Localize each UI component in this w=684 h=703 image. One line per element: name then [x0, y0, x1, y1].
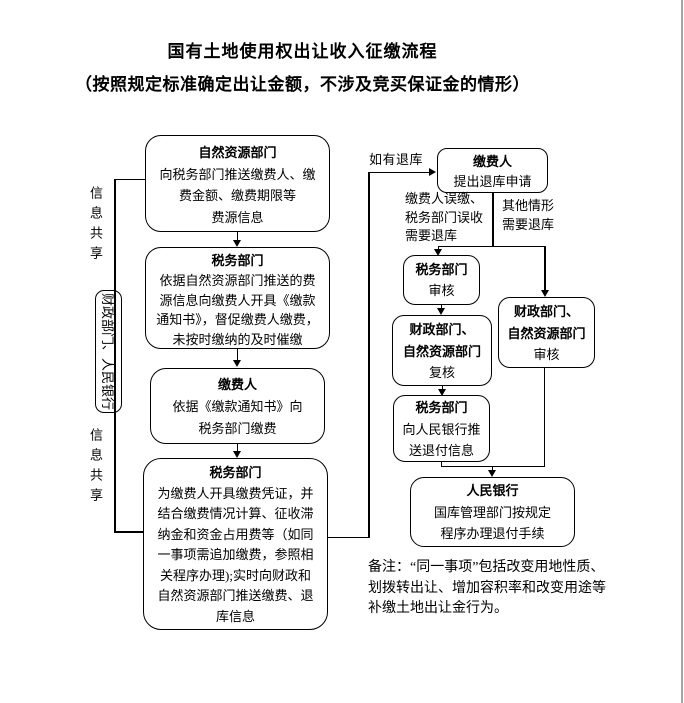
arrowhead-down-icon [232, 240, 241, 247]
connector-b5-merge [543, 368, 545, 467]
page-title: 国有土地使用权出让收入征缴流程 [167, 42, 438, 61]
box-title: 人民银行 [466, 483, 519, 498]
page-title-block: 国有土地使用权出让收入征缴流程 （按照规定标准确定出让金额，不涉及竞买保证金的情… [45, 41, 560, 96]
info-share-label-bottom: 信息共享 [88, 428, 103, 508]
arrowhead-down-icon [437, 388, 446, 396]
flow-box-tax-voucher: 税务部门 为缴费人开具缴费凭证，并 结合缴费情况计算、征收滞 纳金和资金占用费等… [143, 458, 328, 630]
arrowhead-right-icon [429, 167, 436, 176]
box-body: 提出退库申请 [453, 174, 532, 189]
box-body: 审核 [533, 347, 560, 362]
flow-box-tax-notice: 税务部门 依据自然资源部门推送的费 源信息向缴费人开具《缴款 通知书》，督促缴费… [145, 247, 330, 349]
flow-box-finance-peoples-bank: 财政部门、人民银行 [95, 290, 122, 413]
box-body: 复核 [428, 365, 455, 380]
box-title: 缴费人 [472, 154, 512, 169]
connector-voucher-to-rail [328, 536, 369, 538]
box-body: 依据自然资源部门推送的费 源信息向缴费人开具《缴款 通知书》，督促缴费人缴费， … [156, 272, 319, 348]
connector-b3-b4 [441, 386, 443, 389]
connector-rail-bottom [114, 531, 144, 533]
arrowhead-down-icon [487, 470, 496, 477]
refund-trigger-label: 如有退库 [369, 152, 424, 167]
connector-b2-b3 [440, 305, 442, 309]
connector-split-right [544, 245, 546, 291]
box-title: 税务部门 [415, 262, 468, 277]
box-title: 财政部门、 自然资源部门 [507, 304, 586, 341]
info-share-label-top: 信息共享 [88, 186, 103, 266]
box-title: 财政部门、人民银行 [100, 292, 115, 410]
connector-split-left [437, 245, 439, 250]
box-title: 财政部门、 自然资源部门 [402, 322, 481, 359]
box-title: 缴费人 [217, 377, 257, 392]
connector-a2-a3 [236, 349, 238, 361]
flow-box-payer-apply-refund: 缴费人 提出退库申请 [437, 148, 548, 193]
page-subtitle: （按照规定标准确定出让金额，不涉及竞买保证金的情形） [75, 75, 530, 94]
flow-box-finance-review: 财政部门、 自然资源部门 审核 [498, 297, 595, 368]
box-body: 向税务部门推送缴费人、缴 费金额、缴费期限等 费源信息 [159, 166, 316, 225]
footnote: 备注：“同一事项”包括改变用地性质、 划拨转出让、增加容积率和改变用途等 补缴土… [368, 560, 606, 616]
connector-rail-top [114, 178, 146, 180]
connector-split-horizontal [438, 245, 545, 247]
box-body: 向人民银行推 送退付信息 [402, 421, 481, 459]
connector-rail-vertical [114, 178, 116, 533]
flow-box-finance-recheck: 财政部门、 自然资源部门 复核 [392, 315, 492, 386]
box-body: 为缴费人开具缴费凭证，并 结合缴费情况计算、征收滞 纳金和资金占用费等（如同 一… [157, 485, 314, 624]
connector-merge-b6 [491, 465, 493, 471]
flow-box-payer-pay: 缴费人 依据《缴款通知书》向 税务部门缴费 [150, 368, 325, 444]
connector-a3-a4 [236, 444, 238, 452]
flow-box-peoples-bank: 人民银行 国库管理部门按规定 程序办理退付手续 [410, 477, 575, 547]
flow-box-tax-review: 税务部门 审核 [403, 255, 480, 305]
connector-b1-split [492, 193, 494, 247]
box-title: 自然资源部门 [198, 145, 277, 160]
connector-trigger-arrow [368, 171, 429, 173]
flow-box-natural-resources: 自然资源部门 向税务部门推送缴费人、缴 费金额、缴费期限等 费源信息 [145, 135, 330, 232]
box-body: 依据《缴款通知书》向 税务部门缴费 [172, 399, 303, 436]
arrowhead-down-icon [232, 360, 241, 367]
connector-b4-merge [440, 462, 442, 467]
connector-refund-rail [368, 171, 370, 538]
branch-right-label: 其他情形 需要退库 [502, 198, 555, 232]
box-title: 税务部门 [209, 465, 262, 480]
branch-left-label: 缴费人误缴、 税务部门误收 需要退库 [405, 191, 484, 243]
box-body: 国库管理部门按规定 程序办理退付手续 [433, 504, 551, 542]
arrowhead-down-icon [232, 451, 241, 458]
box-title: 税务部门 [211, 253, 264, 268]
connector-a1-a2 [236, 232, 238, 241]
box-title: 税务部门 [415, 400, 468, 415]
arrowhead-down-icon [540, 290, 549, 297]
page-edge-line [681, 0, 683, 703]
box-body: 审核 [428, 283, 455, 298]
arrowhead-down-icon [433, 248, 442, 256]
flow-box-tax-refund-push: 税务部门 向人民银行推 送退付信息 [393, 395, 490, 462]
arrowhead-down-icon [436, 308, 445, 315]
